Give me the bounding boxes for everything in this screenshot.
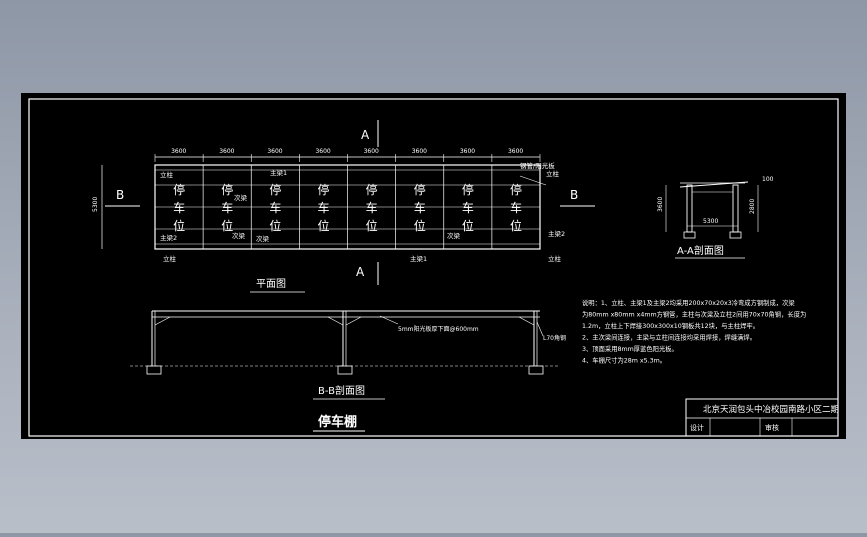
- aa-height-left: 3600: [657, 197, 664, 212]
- plan-title: 平面图: [256, 278, 286, 290]
- parking-char: 车: [462, 200, 474, 215]
- plan-dim-texts: 3600 3600 3600 3600 3600 3600 3600 3600: [171, 148, 523, 155]
- aa-base-left: [683, 231, 696, 239]
- bb-brace-1: [154, 316, 171, 326]
- label-main-beam-1-top: 主梁1: [270, 168, 287, 177]
- plan-height-dim: 5300: [92, 197, 99, 212]
- plan-grid-lines: [154, 165, 541, 249]
- label-secondary-beam-4: 次梁: [447, 231, 461, 240]
- label-column-tl: 立柱: [160, 170, 174, 179]
- project-name: 北京天润包头中冶校园南路小区二期: [703, 404, 839, 415]
- plan-dim-value: 3600: [364, 148, 379, 155]
- parking-char: 位: [462, 218, 474, 233]
- note-line: 3、顶面采用8mm厚蓝色阳光板。: [582, 344, 678, 353]
- section-marker-b-left: B: [116, 188, 124, 202]
- bb-title: B-B剖面图: [318, 384, 365, 397]
- plan-dim-value: 3600: [219, 148, 234, 155]
- label-secondary-beam-2: 次梁: [232, 231, 246, 240]
- plan-dim-value: 3600: [267, 148, 282, 155]
- label-secondary-beam-3: 次梁: [256, 234, 270, 243]
- aa-title: A-A剖面图: [677, 244, 724, 257]
- note-line: 说明：1、立柱、主梁1及主梁2均采用200x70x20x3冷弯成方钢制成，次梁: [582, 298, 795, 307]
- section-bb-view: 5mm阳光板厚下面@600mm L70角钢 B-B剖面图: [130, 310, 566, 400]
- bb-base-1: [146, 365, 162, 375]
- parking-char: 车: [414, 200, 426, 215]
- label-main-beam-1-bottom: 主梁1: [410, 254, 427, 263]
- bb-brace-2: [327, 316, 344, 326]
- parking-char: 车: [317, 200, 329, 215]
- review-label: 审核: [765, 423, 779, 432]
- drawing-main-title: 停车棚: [318, 414, 357, 430]
- note-line: 4、车棚尺寸为28m x5.3m。: [582, 356, 666, 365]
- label-column-tr: 立柱: [546, 169, 560, 178]
- drawing-sheet: [21, 93, 846, 439]
- label-roof-note: 钢管/阳光板: [520, 161, 555, 170]
- plan-dim-value: 3600: [171, 148, 186, 155]
- bb-brace-3: [345, 316, 362, 326]
- bb-deck-note: 5mm阳光板厚下面@600mm: [398, 325, 479, 333]
- plan-dim-value: 3600: [412, 148, 427, 155]
- label-secondary-beam-1: 次梁: [234, 193, 248, 202]
- plan-dim-value: 3600: [508, 148, 523, 155]
- parking-char: 停: [510, 182, 522, 197]
- parking-char: 位: [221, 218, 233, 233]
- note-line: 1.2m，立柱上下焊接300x300x10钢板共12块，与主柱焊牢。: [582, 321, 759, 330]
- parking-char: 停: [414, 182, 426, 197]
- parking-char: 停: [317, 182, 329, 197]
- parking-char: 车: [366, 200, 378, 215]
- parking-char: 车: [173, 200, 185, 215]
- design-notes: 说明：1、立柱、主梁1及主梁2均采用200x70x20x3冷弯成方钢制成，次梁为…: [582, 298, 806, 365]
- bb-gutter-note: L70角钢: [543, 334, 566, 342]
- parking-char: 位: [366, 218, 378, 233]
- parking-char: 位: [510, 218, 522, 233]
- title-block: 北京天润包头中冶校园南路小区二期 设计 审核: [685, 398, 839, 437]
- bb-gutter-leader: [536, 321, 544, 337]
- note-line: 2、主次梁间连接，主梁与立柱间连接均采用焊接，焊缝满焊。: [582, 333, 756, 342]
- title-block-frame: [685, 398, 839, 437]
- drawing-frame: [28, 98, 839, 437]
- aa-height-right: 2800: [749, 199, 756, 214]
- parking-char: 位: [317, 218, 329, 233]
- section-marker-b-right: B: [570, 188, 578, 202]
- design-label: 设计: [690, 423, 704, 432]
- label-column-br: 立柱: [548, 254, 562, 263]
- aa-slope-dim: 100: [762, 176, 774, 183]
- bb-brace-4: [518, 316, 535, 326]
- parking-char: 位: [173, 218, 185, 233]
- note-line: 为80mm x80mm x4mm方钢管，主柱与次梁及立柱2间用70x70角钢，长…: [582, 310, 806, 319]
- parking-char: 车: [510, 200, 522, 215]
- section-marker-a-bottom: A: [356, 265, 365, 279]
- section-aa-view: 3600 2800 100 5300 A-A剖面图: [657, 176, 774, 259]
- parking-char: 车: [269, 200, 281, 215]
- parking-char: 停: [221, 182, 233, 197]
- plan-dim-value: 3600: [315, 148, 330, 155]
- parking-char: 车: [221, 200, 233, 215]
- label-main-beam-2-left: 主梁2: [160, 233, 177, 242]
- bb-deck-leader: [379, 315, 399, 325]
- parking-char: 停: [462, 182, 474, 197]
- section-marker-a-top: A: [361, 128, 370, 142]
- plan-dim-value: 3600: [460, 148, 475, 155]
- label-main-beam-2-right: 主梁2: [548, 229, 565, 238]
- aa-width-dim: 5300: [703, 218, 718, 225]
- parking-char: 位: [414, 218, 426, 233]
- leader-roof-note: [519, 175, 547, 186]
- parking-char: 停: [366, 182, 378, 197]
- aa-base-right: [729, 231, 742, 239]
- parking-char: 停: [269, 182, 281, 197]
- parking-char: 停: [173, 182, 185, 197]
- parking-char: 位: [269, 218, 281, 233]
- plan-dim-ticks: [154, 154, 541, 162]
- label-column-bl: 立柱: [163, 254, 177, 263]
